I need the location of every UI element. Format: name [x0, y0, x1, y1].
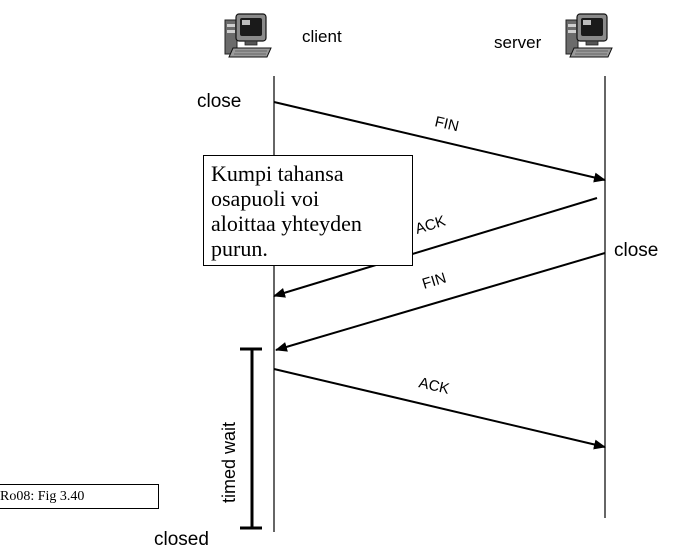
- ack-arrow-2: [273, 368, 606, 450]
- ack-label-1: ACK: [413, 213, 447, 238]
- client-computer-icon: [224, 13, 272, 58]
- note-box: Kumpi tahansa osapuoli voi aloittaa yhte…: [203, 155, 413, 266]
- timed-wait-label: timed wait: [219, 422, 239, 503]
- note-line: aloittaa yhteyden: [211, 211, 362, 236]
- fin-arrow-1: [273, 101, 606, 183]
- ack-arrow-1: [273, 197, 598, 298]
- client-close-label: close: [197, 91, 241, 112]
- fin-arrow-2: [275, 252, 606, 352]
- fin-label-2: FIN: [420, 270, 448, 293]
- ack-label-2: ACK: [417, 374, 451, 398]
- note-line: osapuoli voi: [211, 186, 320, 211]
- client-label: client: [302, 27, 342, 46]
- figure-reference: Ro08: Fig 3.40: [0, 484, 159, 509]
- note-line: Kumpi tahansa: [211, 161, 344, 186]
- server-close-label: close: [614, 240, 658, 261]
- closed-label: closed: [154, 529, 209, 549]
- note-line: purun.: [211, 236, 268, 261]
- fin-label-1: FIN: [433, 113, 460, 135]
- server-computer-icon: [565, 13, 613, 58]
- server-label: server: [494, 33, 542, 52]
